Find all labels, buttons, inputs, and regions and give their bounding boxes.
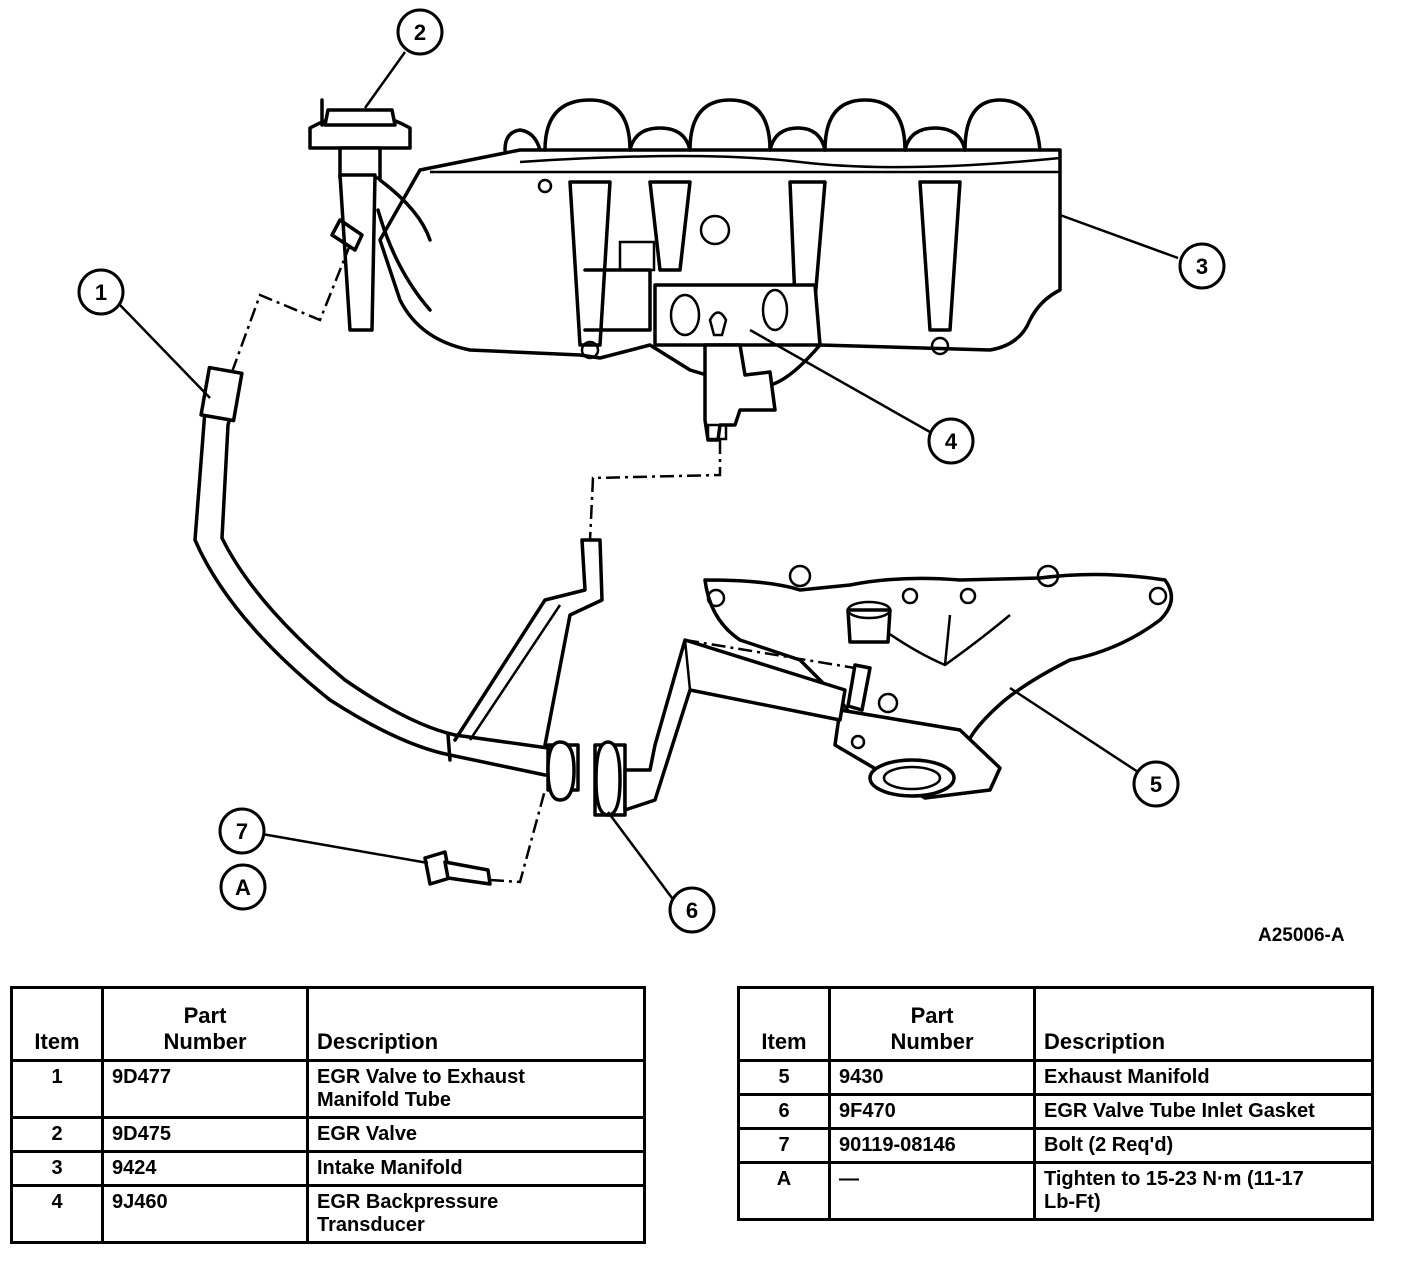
callout-6: 6 [668, 886, 716, 934]
item-cell: A [737, 1161, 831, 1221]
svg-text:2: 2 [414, 20, 426, 45]
table-row: A — Tighten to 15-23 N·m (11-17 Lb-Ft) [737, 1161, 1374, 1221]
callout-3: 3 [1178, 242, 1226, 290]
table-row: 1 9D477 EGR Valve to Exhaust Manifold Tu… [10, 1059, 646, 1119]
description-line: Transducer [317, 1214, 425, 1236]
item-cell: 4 [10, 1184, 104, 1244]
header-part-line1: Part [183, 1003, 227, 1028]
svg-text:7: 7 [236, 819, 248, 844]
table-row: 4 9J460 EGR Backpressure Transducer [10, 1184, 646, 1244]
svg-text:5: 5 [1150, 772, 1162, 797]
description-line: Lb-Ft) [1044, 1191, 1101, 1213]
item-cell: 6 [737, 1093, 831, 1130]
table-row: 3 9424 Intake Manifold [10, 1150, 646, 1187]
part-number-cell: 90119-08146 [828, 1127, 1036, 1164]
svg-text:6: 6 [686, 898, 698, 923]
header-description: Description [306, 986, 646, 1062]
header-part-number: Part Number [101, 986, 309, 1062]
bolt [423, 850, 492, 886]
parts-table-left: Item Part Number Description 1 9D477 EGR… [10, 986, 646, 1244]
assembly-lines [230, 244, 856, 884]
item-cell: 1 [10, 1059, 104, 1119]
table-header-row: Item Part Number Description [10, 986, 646, 1062]
part-number-cell: 9430 [828, 1059, 1036, 1096]
callout-5: 5 [1132, 760, 1180, 808]
description-cell: Intake Manifold [306, 1150, 646, 1187]
egr-valve [308, 98, 432, 332]
svg-text:A: A [235, 875, 251, 900]
description-line: Manifold Tube [317, 1089, 452, 1111]
description-line: EGR Valve to Exhaust [317, 1066, 525, 1088]
egr-system-diagram: 1 2 3 4 5 6 7 A [77, 8, 1226, 934]
part-number-cell: 9D477 [101, 1059, 309, 1119]
svg-text:1: 1 [95, 280, 107, 305]
description-cell: Exhaust Manifold [1033, 1059, 1374, 1096]
description-cell: EGR Backpressure Transducer [306, 1184, 646, 1244]
header-item: Item [737, 986, 831, 1062]
egr-valve-to-exhaust-manifold-tube [193, 365, 847, 817]
item-cell: 5 [737, 1059, 831, 1096]
part-number-cell: 9D475 [101, 1116, 309, 1153]
description-cell: EGR Valve [306, 1116, 646, 1153]
figure-code: A25006-A [1258, 925, 1345, 946]
description-line: Tighten to 15-23 N·m (11-17 [1044, 1168, 1304, 1190]
header-part-line2: Number [163, 1029, 247, 1054]
item-cell: 3 [10, 1150, 104, 1187]
part-number-cell: 9J460 [101, 1184, 309, 1244]
table-row: 2 9D475 EGR Valve [10, 1116, 646, 1153]
callout-1: 1 [77, 268, 125, 316]
intake-manifold [378, 98, 1062, 387]
header-part-line2: Number [890, 1029, 974, 1054]
svg-text:4: 4 [945, 429, 958, 454]
table-row: 5 9430 Exhaust Manifold [737, 1059, 1374, 1096]
egr-backpressure-transducer [703, 343, 777, 442]
description-cell: EGR Valve to Exhaust Manifold Tube [306, 1059, 646, 1119]
header-description: Description [1033, 986, 1374, 1062]
callout-a: A [219, 863, 267, 911]
part-number-cell: 9424 [101, 1150, 309, 1187]
table-header-row: Item Part Number Description [737, 986, 1374, 1062]
description-cell: EGR Valve Tube Inlet Gasket [1033, 1093, 1374, 1130]
table-row: 7 90119-08146 Bolt (2 Req'd) [737, 1127, 1374, 1164]
svg-text:3: 3 [1196, 254, 1208, 279]
description-cell: Bolt (2 Req'd) [1033, 1127, 1374, 1164]
leader-lines [119, 51, 1179, 899]
exhaust-manifold [703, 564, 1174, 800]
item-cell: 7 [737, 1127, 831, 1164]
callout-2: 2 [396, 8, 444, 56]
item-cell: 2 [10, 1116, 104, 1153]
callout-7: 7 [218, 807, 266, 855]
parts-table-right: Item Part Number Description 5 9430 Exha… [737, 986, 1374, 1221]
header-part-number: Part Number [828, 986, 1036, 1062]
header-part-line1: Part [910, 1003, 954, 1028]
header-item: Item [10, 986, 104, 1062]
description-cell: Tighten to 15-23 N·m (11-17 Lb-Ft) [1033, 1161, 1374, 1221]
part-number-cell: 9F470 [828, 1093, 1036, 1130]
callout-4: 4 [927, 417, 975, 465]
table-row: 6 9F470 EGR Valve Tube Inlet Gasket [737, 1093, 1374, 1130]
part-number-cell: — [828, 1161, 1036, 1221]
description-line: EGR Backpressure [317, 1191, 499, 1213]
